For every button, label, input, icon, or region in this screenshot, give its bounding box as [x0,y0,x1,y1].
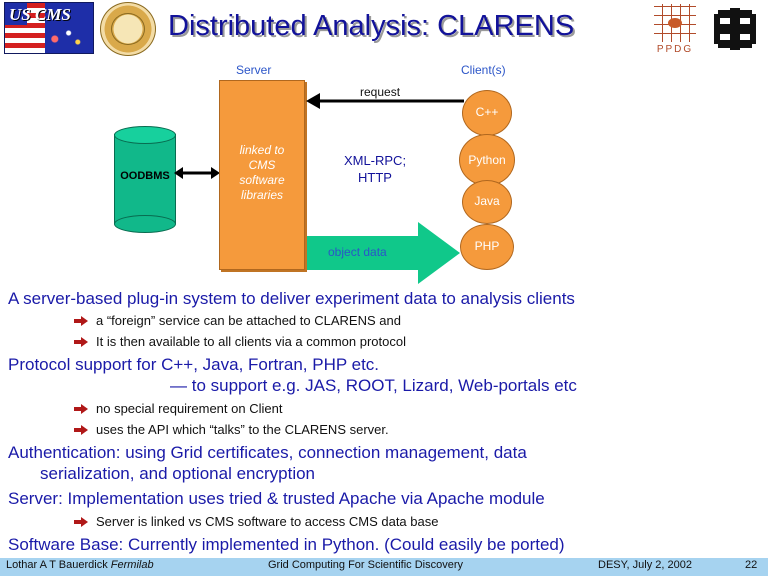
protocol-label: XML-RPC; HTTP [330,152,420,186]
footer-lab: Fermilab [110,559,154,571]
sub-bullet-text: uses the API which “talks” to the CLAREN… [96,422,389,437]
client-python: Python [459,134,515,186]
slide-title: Distributed Analysis: CLARENS [168,10,575,42]
uscms-logo: US CMS [4,2,94,54]
arrow-bullet-icon [74,404,89,414]
server-box-line: libraries [240,188,283,202]
footer-page-number: 22 [745,559,758,571]
database-label: OODBMS [120,170,170,182]
footer-conference: Grid Computing For Scientific Discovery [268,559,464,571]
bullet-text: Protocol support for C++, Java, Fortran,… [8,355,380,374]
footer-date: DESY, July 2, 2002 [598,559,692,571]
server-box-line: linked to [239,143,285,157]
sub-bullet-text: It is then available to all clients via … [96,334,406,349]
ppdg-logo: PPDG [650,4,700,56]
footer-author: Lothar A T Bauerdick Fermilab [6,559,154,571]
particle-tracks-graphic [41,21,87,51]
protocol-line: HTTP [358,170,392,185]
sub-bullet-text: Server is linked vs CMS software to acce… [96,514,439,529]
bullet-text: A server-based plug-in system to deliver… [8,289,575,308]
bullet-text: Software Base: Currently implemented in … [8,535,565,554]
protocol-line: XML-RPC; [343,153,407,168]
bullet-text: Authentication: using Grid certificates,… [8,443,527,462]
object-data-arrow [300,222,460,284]
fermilab-logo [714,8,756,50]
client-php: PHP [460,224,514,270]
bullet-text: Server: Implementation uses tried & trus… [8,489,545,508]
sub-bullet-text: a “foreign” service can be attached to C… [96,313,401,328]
ppdg-logo-text: PPDG [656,44,694,55]
bullet-text-continued: serialization, and optional encryption [40,464,316,483]
server-box-line: software [239,173,285,187]
arrow-bullet-icon [74,425,89,435]
server-label: Server [236,63,272,77]
request-arrow [306,93,464,109]
request-label: request [360,85,401,99]
sub-bullet-text: no special requirement on Client [96,401,283,416]
server-box: linked to CMS software libraries [219,80,305,270]
db-server-double-arrow [174,167,220,179]
bullet-text-continued: — to support e.g. JAS, ROOT, Lizard, Web… [170,376,577,395]
uscms-logo-text: US CMS [9,5,71,24]
client-java: Java [462,180,512,224]
client-cpp: C++ [462,90,512,136]
clients-label: Client(s) [461,63,506,77]
arrow-bullet-icon [74,517,89,527]
database-cylinder [114,134,176,224]
arrow-bullet-icon [74,337,89,347]
server-box-line: CMS [248,158,276,172]
caltech-seal-logo [100,2,156,56]
object-data-label: object data [328,245,387,259]
slide-footer: Lothar A T Bauerdick Fermilab Grid Compu… [0,558,768,576]
arrow-bullet-icon [74,316,89,326]
